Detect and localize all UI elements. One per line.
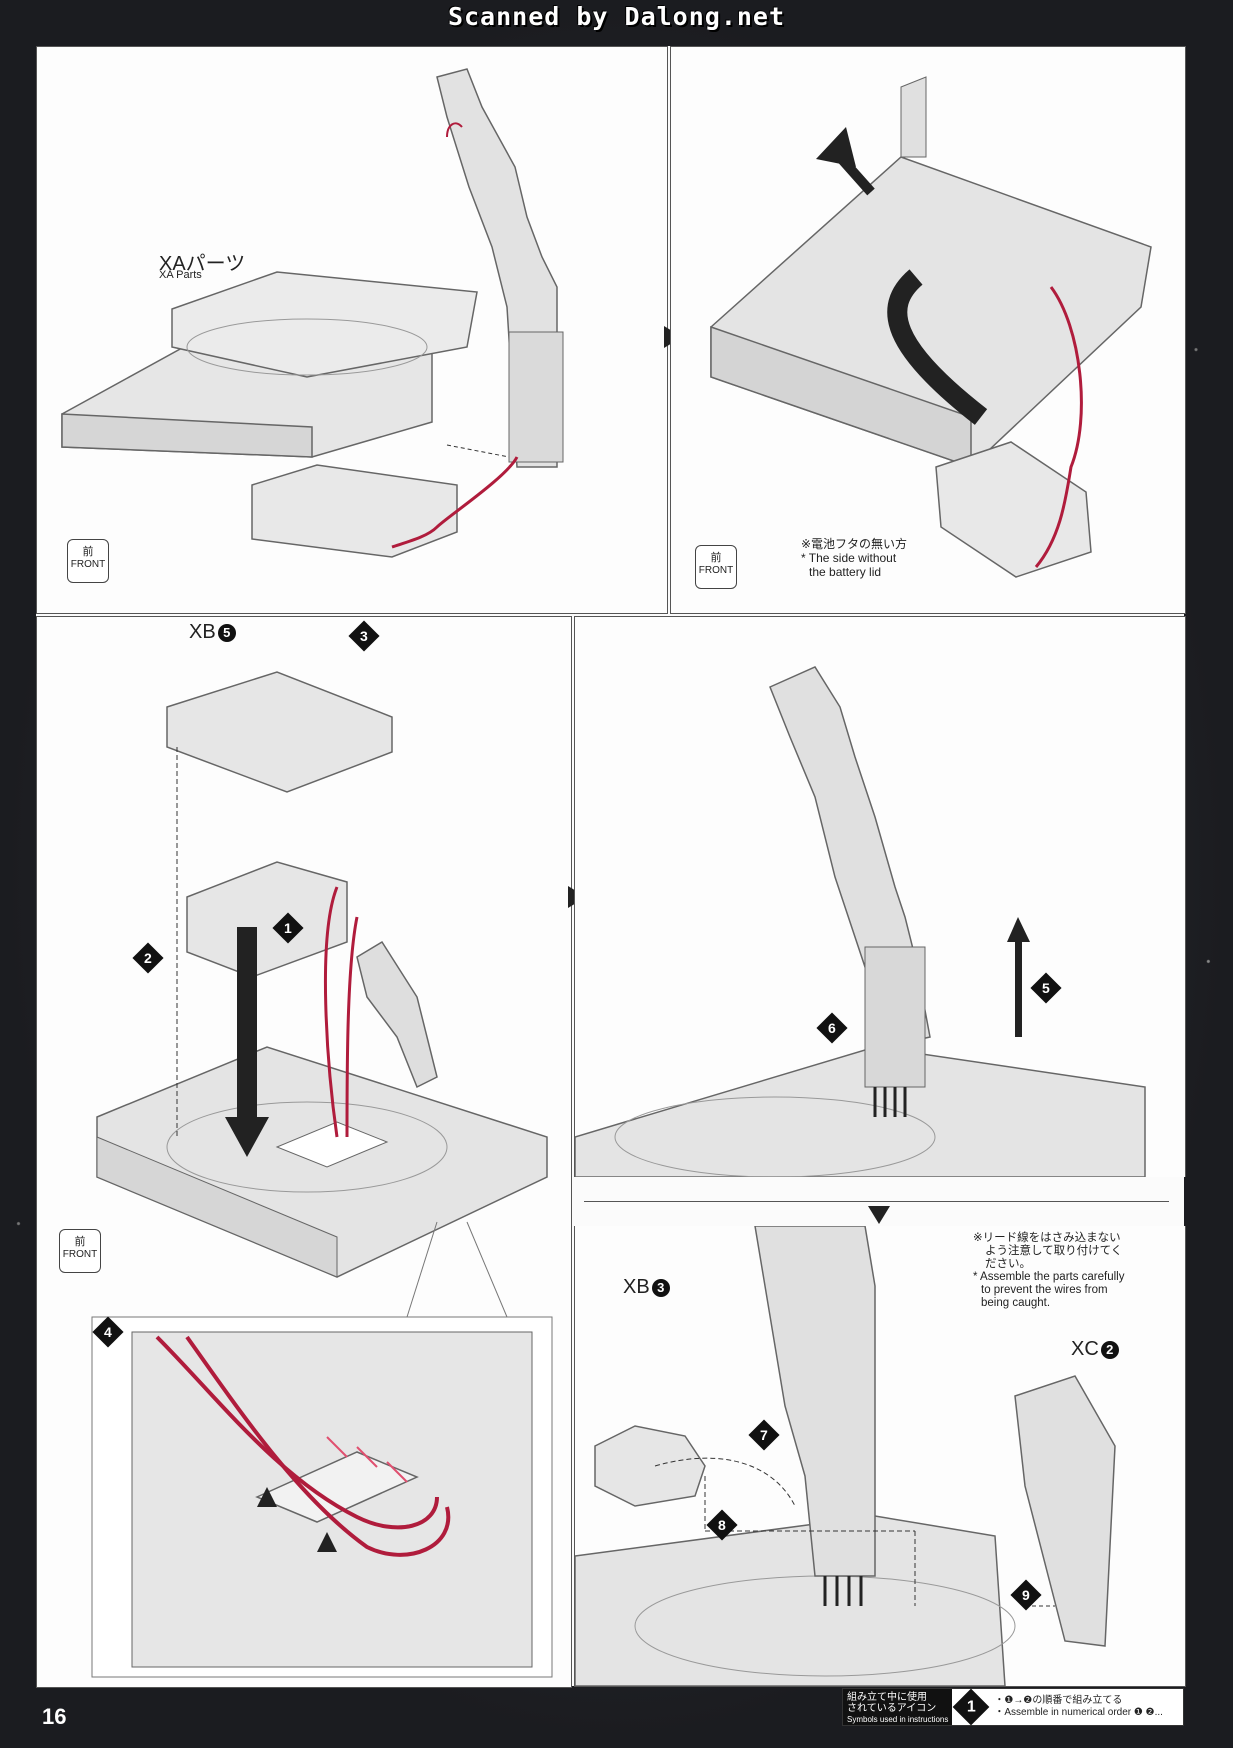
cover-attach-illustration: [575, 1226, 1116, 1686]
battery-lid-note-en1: * The side without: [801, 551, 897, 565]
front-indicator: 前 FRONT: [59, 1229, 101, 1273]
battery-lid-note: ※電池フタの無い方 * The side without the battery…: [801, 537, 907, 579]
front-indicator-jp: 前: [74, 1236, 86, 1248]
front-indicator-jp: 前: [710, 552, 722, 564]
front-indicator: 前 FRONT: [695, 545, 737, 589]
xc2-part-number: 2: [1100, 1340, 1119, 1359]
battery-lid-note-en2: the battery lid: [809, 565, 882, 579]
legend-text-jp: ・❶→❷の順番で組み立てる: [994, 1695, 1123, 1706]
wire-caution-en2: to prevent the wires from: [981, 1284, 1108, 1296]
wire-caution-note: ※リード線をはさみ込まない よう注意して取り付けてく ださい。 * Assemb…: [973, 1232, 1125, 1310]
step-number-icon: 1: [953, 1688, 990, 1726]
legend-text-en: ・Assemble in numerical order ❶ ❷...: [994, 1707, 1163, 1718]
front-indicator-jp: 前: [82, 546, 94, 558]
xb3-part-name: XB: [623, 1276, 650, 1298]
scan-watermark: Scanned by Dalong.net: [447, 2, 786, 31]
section-divider: [584, 1201, 1169, 1202]
xb-part-number: 5: [217, 623, 236, 642]
front-indicator-en: FRONT: [698, 565, 734, 576]
legend-description: ・❶→❷の順番で組み立てる ・Assemble in numerical ord…: [994, 1695, 1163, 1719]
page-number: 16: [42, 1704, 67, 1729]
battery-insert-illustration: [91, 671, 553, 1678]
symbol-legend: 組み立て中に使用 されているアイコン Symbols used in instr…: [842, 1688, 1184, 1726]
xa-parts-label-en: XA Parts: [159, 269, 202, 281]
arm-raise-illustration: [575, 666, 1146, 1177]
panel-step-a: XAパーツ XA Parts 前 FRONT: [36, 46, 668, 614]
instruction-page: XAパーツ XA Parts 前 FRONT ※電池フタの無い方 * The s…: [36, 46, 1186, 1688]
legend-label-jp2: されているアイコン: [847, 1703, 937, 1714]
panel-step-d: 5 6: [574, 616, 1186, 1177]
next-step-arrow: [868, 1206, 890, 1224]
base-underside-illustration: [710, 76, 1152, 578]
panel-step-b: ※電池フタの無い方 * The side without the battery…: [670, 46, 1186, 614]
front-indicator-en: FRONT: [62, 1249, 98, 1260]
battery-lid-note-jp: ※電池フタの無い方: [801, 537, 908, 551]
wire-caution-en1: * Assemble the parts carefully: [973, 1271, 1125, 1283]
xa-parts-label-jp: XAパーツ: [159, 253, 246, 275]
legend-label-jp1: 組み立て中に使用: [847, 1692, 927, 1703]
legend-label-en: Symbols used in instructions: [847, 1715, 949, 1724]
xb-part-name: XB: [189, 621, 216, 643]
front-indicator: 前 FRONT: [67, 539, 109, 583]
front-indicator-en: FRONT: [70, 559, 106, 570]
xb3-part-number: 3: [651, 1278, 670, 1297]
xc2-part-name: XC: [1071, 1338, 1099, 1360]
wire-caution-jp1: ※リード線をはさみ込まない: [973, 1232, 1121, 1244]
wire-caution-jp3: ださい。: [985, 1258, 1031, 1270]
wire-caution-jp2: よう注意して取り付けてく: [985, 1245, 1123, 1257]
symbol-legend-label: 組み立て中に使用 されているアイコン Symbols used in instr…: [843, 1689, 953, 1725]
wire-caution-en3: being caught.: [981, 1297, 1051, 1309]
xa-parts-illustration: [61, 68, 564, 558]
